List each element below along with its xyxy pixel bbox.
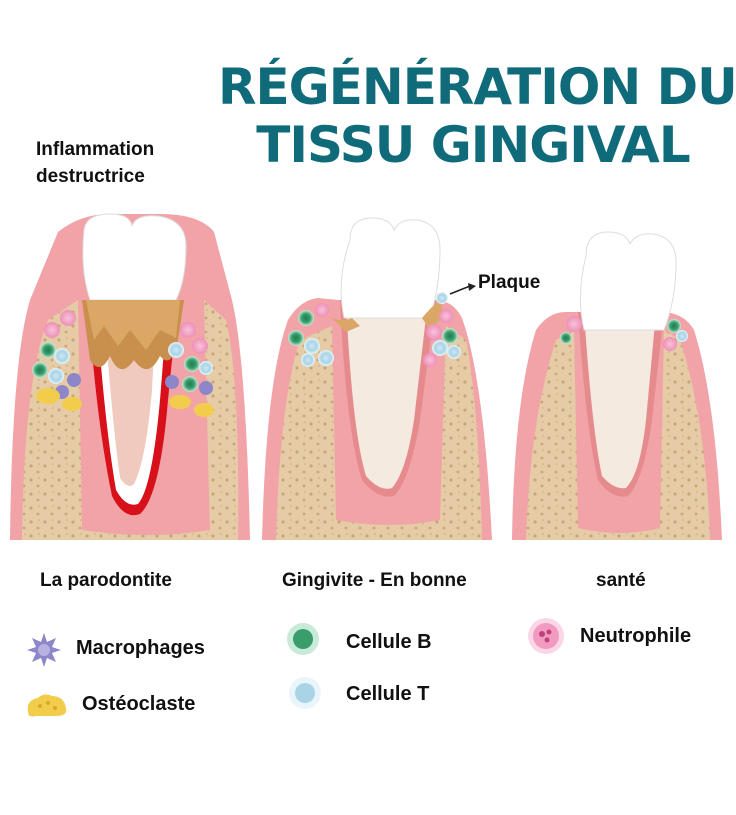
legend-macrophages: Macrophages [76, 637, 205, 659]
periodontitis-tooth [10, 213, 250, 540]
plaque-pointer [449, 285, 471, 295]
title-line-2: TISSU GINGIVAL [256, 116, 691, 174]
inflammation-line-1: Inflammation [36, 139, 155, 160]
legend-b-cell: Cellule B [346, 631, 432, 653]
plaque-label: Plaque [478, 272, 541, 293]
inflammation-label: Inflammation destructrice [36, 136, 154, 190]
stage-label-gingivitis: Gingivite - En bonne [282, 570, 467, 591]
legend-t-cell: Cellule T [346, 683, 430, 705]
stage-label-health: santé [596, 570, 646, 591]
neutrophil-icon [528, 618, 564, 654]
b-cell-icon [287, 623, 319, 655]
macrophage-icon [27, 633, 61, 667]
periodontitis-cells [32, 310, 214, 417]
legend-neutrophil: Neutrophile [580, 625, 692, 647]
stage-label-periodontitis: La parodontite [40, 570, 172, 591]
title-line-1: RÉGÉNÉRATION DU [218, 58, 736, 116]
gingivitis-tooth [262, 217, 492, 540]
osteoclast-icon [27, 694, 67, 717]
healthy-tooth [512, 231, 722, 540]
page-title: RÉGÉNÉRATION DU TISSU GINGIVAL [218, 58, 736, 174]
legend-osteoclast: Ostéoclaste [82, 693, 196, 715]
healthy-cells [560, 316, 688, 351]
inflammation-line-2: destructrice [36, 166, 145, 187]
t-cell-icon [289, 677, 321, 709]
gingivitis-cells [288, 292, 461, 367]
